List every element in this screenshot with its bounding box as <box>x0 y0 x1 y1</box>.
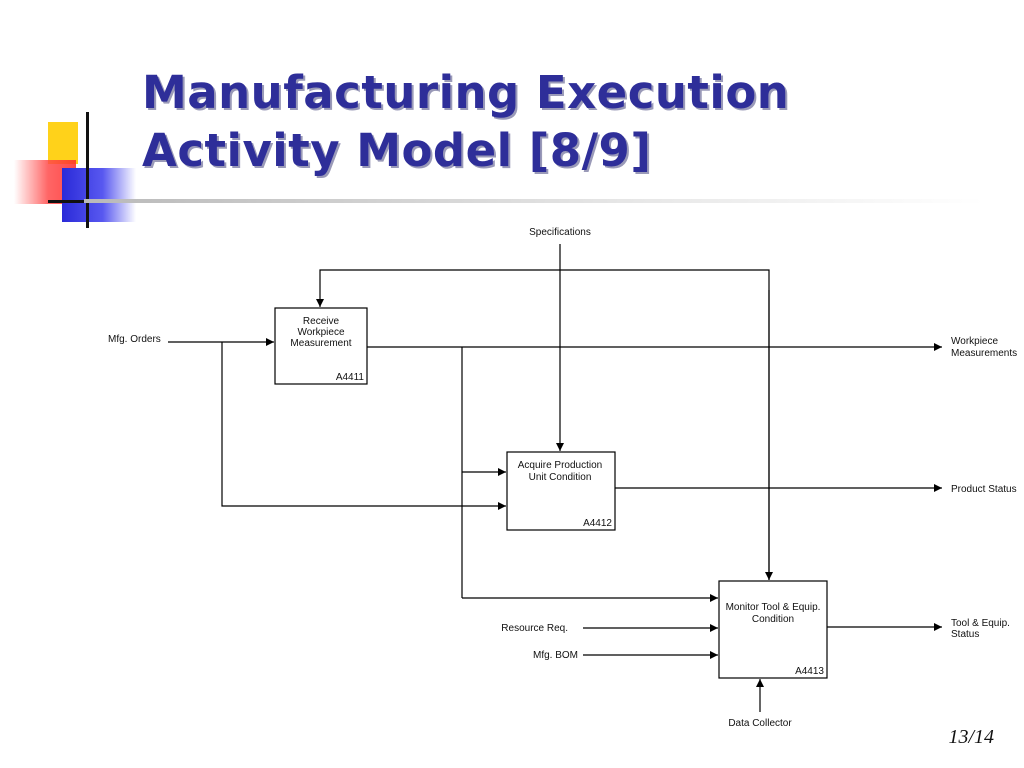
label-tool-equip-status-line-2: Status <box>951 629 979 640</box>
label-data-collector: Data Collector <box>728 718 792 729</box>
label-product-status: Product Status <box>951 484 1017 495</box>
label-specifications: Specifications <box>529 227 591 238</box>
title-underline <box>84 199 984 203</box>
slide-title-line-2: Activity Model [8/9] <box>142 124 652 177</box>
decor-blue-bar <box>62 168 136 222</box>
decor-yellow-square <box>48 122 78 164</box>
box-a4411-line-1: Receive <box>303 316 340 327</box>
box-a4413-code: A4413 <box>795 666 824 677</box>
box-a4412-line-2: Unit Condition <box>529 472 592 483</box>
label-resource-req: Resource Req. <box>501 623 568 634</box>
box-a4413-line-1: Monitor Tool & Equip. <box>726 602 821 613</box>
label-workpiece-measurements-line-2: Measurements <box>951 348 1017 359</box>
label-mfg-bom: Mfg. BOM <box>533 650 578 661</box>
slide-title-line-1: Manufacturing Execution <box>142 66 790 119</box>
decor-vertical-line <box>86 112 89 228</box>
label-tool-equip-status-line-1: Tool & Equip. <box>951 618 1010 629</box>
label-workpiece-measurements-line-1: Workpiece <box>951 336 998 347</box>
box-a4411-line-2: Workpiece <box>297 327 344 338</box>
arrow-mfg-orders-branch <box>221 342 506 510</box>
arrow-feedback-loop <box>316 269 770 580</box>
label-mfg-orders: Mfg. Orders <box>108 334 161 345</box>
box-a4411-code: A4411 <box>336 372 365 383</box>
box-a4412-code: A4412 <box>583 518 612 529</box>
box-a4412-line-1: Acquire Production <box>518 460 603 471</box>
box-a4411-line-3: Measurement <box>290 338 351 349</box>
box-a4413-line-2: Condition <box>752 614 794 625</box>
page-number: 13/14 <box>948 726 994 748</box>
box-a4411 <box>274 307 368 385</box>
slide-title: Manufacturing Execution Activity Model [… <box>142 64 789 180</box>
box-a4412 <box>506 451 616 531</box>
box-a4413 <box>718 580 828 679</box>
